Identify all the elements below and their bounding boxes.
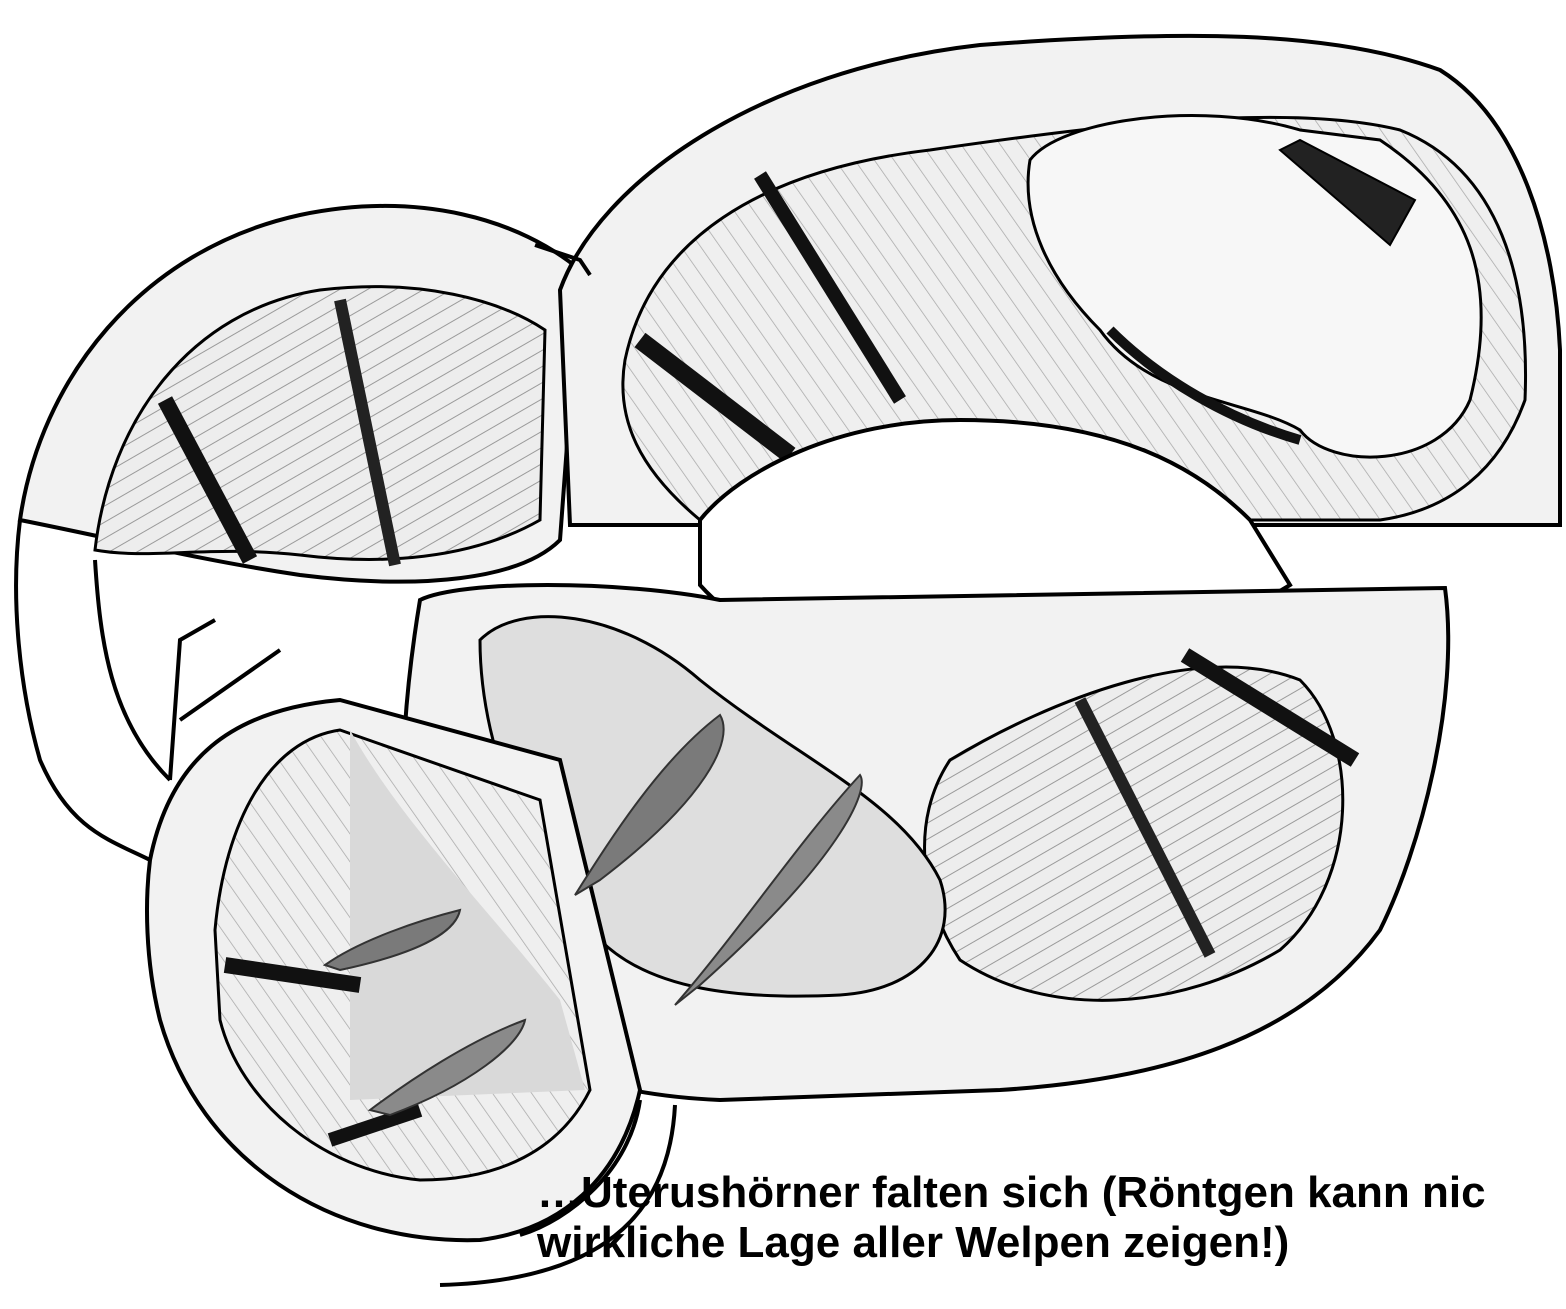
caption-line-2: wirkliche Lage aller Welpen zeigen!) <box>537 1218 1486 1268</box>
left-lower-horn-segment <box>147 700 640 1240</box>
left-upper-horn-segment <box>20 206 580 582</box>
diagram-caption: …Uterushörner falten sich (Röntgen kann … <box>537 1168 1486 1268</box>
caption-line-1: …Uterushörner falten sich (Röntgen kann … <box>537 1168 1486 1218</box>
